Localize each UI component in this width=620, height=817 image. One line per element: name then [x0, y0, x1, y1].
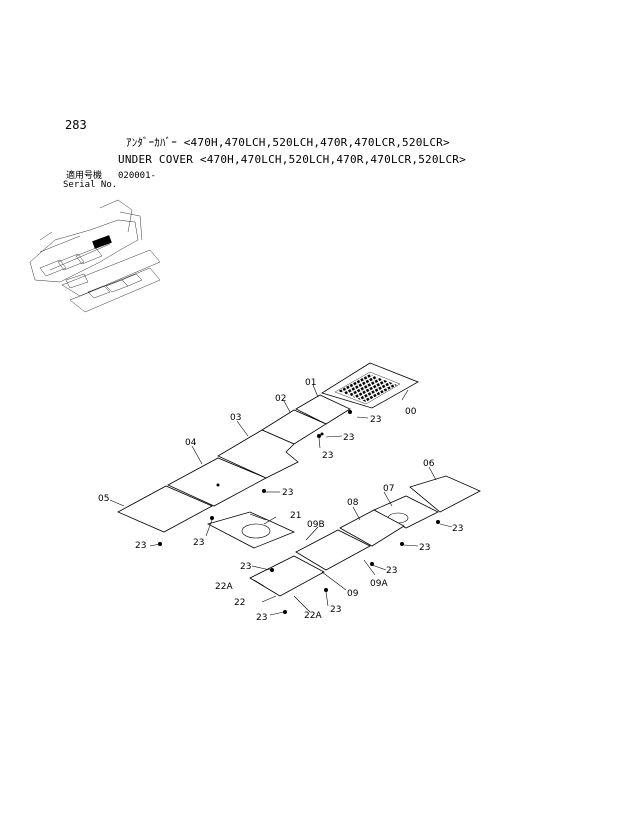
part-label-23-b: 23 — [343, 433, 354, 443]
part-label-22A-bottom: 22A — [304, 611, 322, 621]
part-label-23-c: 23 — [322, 451, 333, 461]
plate-06 — [409, 475, 481, 513]
title-english: UNDER COVER <470H,470LCH,520LCH,470R,470… — [118, 153, 466, 166]
part-label-08: 08 — [347, 498, 359, 508]
part-label-22A-top: 22A — [215, 582, 233, 592]
part-label-23-l: 23 — [256, 613, 267, 623]
title-japanese: ｱﾝﾀﾞｰｶﾊﾞｰ <470H,470LCH,520LCH,470R,470LC… — [126, 136, 450, 149]
part-label-23-e: 23 — [193, 538, 204, 548]
part-label-09: 09 — [347, 589, 359, 599]
page-number: 283 — [65, 118, 87, 132]
part-label-23-h: 23 — [452, 524, 463, 534]
part-label-01: 01 — [305, 378, 316, 388]
part-label-22: 22 — [234, 598, 245, 608]
leader-lines — [109, 384, 453, 616]
plate-04 — [167, 457, 267, 507]
part-label-23-f: 23 — [135, 541, 146, 551]
serial-label-english: Serial No. — [63, 180, 118, 190]
part-label-00: 00 — [405, 407, 417, 417]
part-label-05: 05 — [98, 494, 109, 504]
part-label-23-k: 23 — [330, 605, 341, 615]
part-label-23-a: 23 — [370, 415, 381, 425]
part-label-23-d: 23 — [282, 488, 293, 498]
plate-09 — [295, 529, 371, 571]
part-label-09A: 09A — [370, 579, 388, 589]
serial-value: 020001- — [118, 171, 156, 181]
plate-00 — [321, 362, 419, 409]
part-label-04: 04 — [185, 438, 197, 448]
part-label-23-g: 23 — [240, 562, 251, 572]
bolts — [158, 410, 440, 614]
part-label-03: 03 — [230, 413, 241, 423]
plate-22 — [249, 555, 325, 597]
part-label-23-j: 23 — [386, 566, 397, 576]
part-label-06: 06 — [423, 459, 435, 469]
serial-label-japanese: 適用号機 — [66, 171, 103, 181]
plate-21 — [206, 511, 296, 549]
part-label-07: 07 — [383, 484, 394, 494]
plate-01 — [295, 394, 351, 425]
part-label-09B: 09B — [307, 520, 325, 530]
part-label-02: 02 — [275, 394, 286, 404]
plate-08 — [339, 509, 405, 547]
part-label-23-i: 23 — [419, 543, 430, 553]
machine-thumbnail — [29, 199, 161, 313]
part-label-21: 21 — [290, 511, 301, 521]
plate-05 — [117, 485, 213, 533]
